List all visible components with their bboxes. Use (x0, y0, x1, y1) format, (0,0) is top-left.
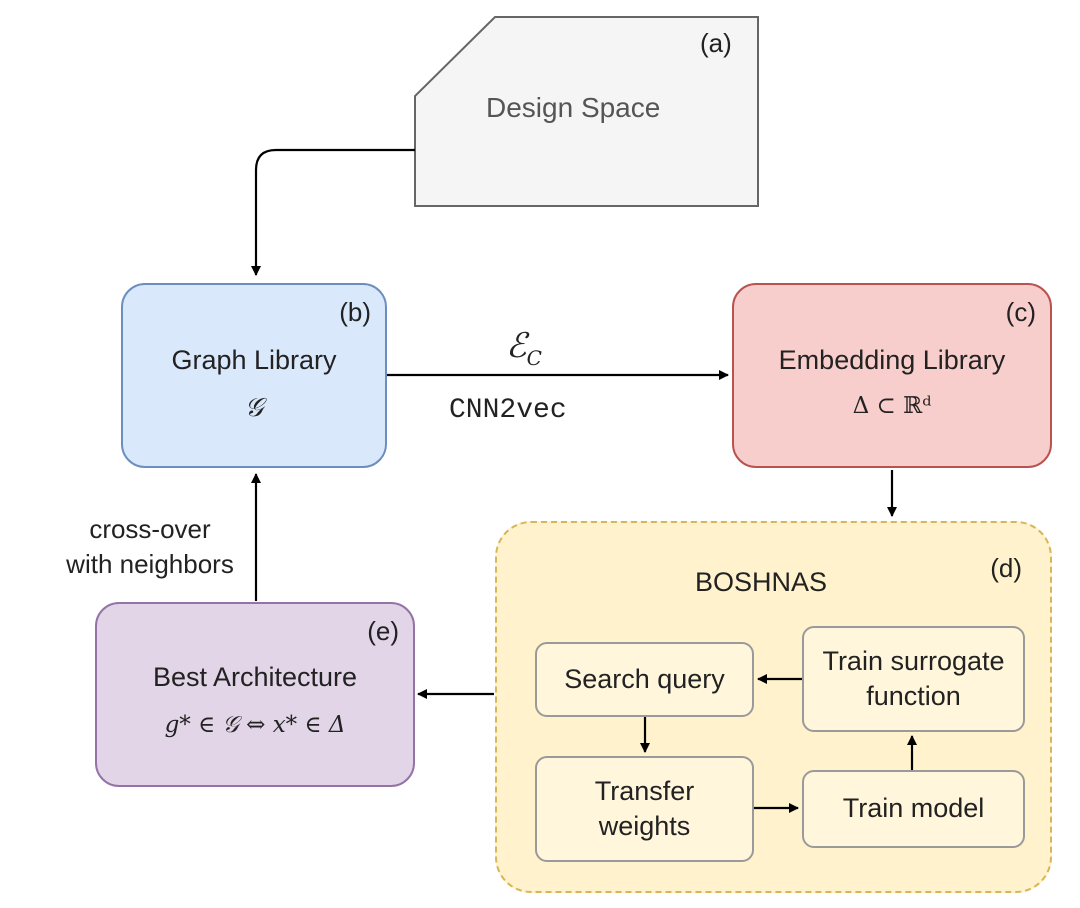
search-query-box: Search query (535, 642, 754, 717)
train-surrogate-line1: Train surrogate (822, 645, 1005, 676)
edge-encoder-letter: ℰ (506, 326, 527, 366)
best-architecture-title: Best Architecture (152, 662, 358, 692)
train-surrogate-line2: function (866, 681, 961, 711)
boshnas-title: BOSHNAS (695, 567, 828, 597)
crossover-line2: with neighbors (66, 549, 234, 580)
train-model-label: Train model (842, 793, 985, 824)
edge-encoder-symbol: ℰC (506, 326, 542, 370)
train-surrogate-box: Train surrogate function (802, 626, 1025, 732)
edge-encoder-subscript: C (526, 345, 542, 370)
arrow-design-to-graph (251, 148, 415, 276)
best-architecture-formula: g* ∈ 𝒢 ⇔ x* ∈ Δ (164, 712, 346, 738)
embedding-library-symbol: Δ ⊂ ℝᵈ (852, 393, 932, 419)
design-space-shape (414, 16, 759, 207)
embedding-library-box: (c) Embedding Library Δ ⊂ ℝᵈ (732, 283, 1052, 468)
embedding-library-tag: (c) (1005, 297, 1036, 327)
search-query-label: Search query (564, 663, 725, 694)
embedding-library-title: Embedding Library (778, 345, 1006, 375)
transfer-weights-line2: weights (598, 811, 691, 841)
graph-library-symbol: 𝒢 (244, 393, 264, 423)
crossover-line1: cross-over (89, 514, 211, 544)
best-architecture-tag: (e) (367, 616, 399, 646)
graph-library-box: (b) Graph Library 𝒢 (121, 283, 387, 468)
edge-cnn2vec-label: CNN2vec (449, 395, 567, 426)
transfer-weights-line1: Transfer (594, 775, 695, 806)
transfer-weights-box: Transfer weights (535, 756, 754, 862)
design-space-title: Design Space (486, 92, 661, 123)
crossover-label: cross-over with neighbors (55, 512, 245, 582)
design-space-tag: (a) (700, 28, 732, 58)
boshnas-tag: (d) (990, 553, 1022, 583)
train-model-box: Train model (802, 770, 1025, 848)
best-architecture-box: (e) Best Architecture g* ∈ 𝒢 ⇔ x* ∈ Δ (95, 602, 415, 787)
graph-library-title: Graph Library (171, 345, 337, 375)
graph-library-tag: (b) (339, 297, 371, 327)
